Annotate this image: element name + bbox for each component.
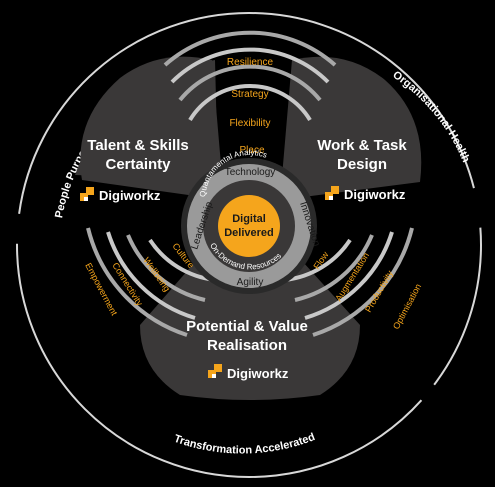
digiworkz-logo-icon	[208, 364, 222, 378]
talent-logo: Digiworkz	[80, 187, 161, 203]
hub-agility-label: Agility	[237, 277, 264, 288]
arc-label-flow: Flow	[311, 249, 330, 271]
transformation-accelerated-label: Transformation Accelerated	[172, 431, 316, 456]
arc-label-flexibility: Flexibility	[229, 118, 270, 129]
hub-center-line2: Delivered	[224, 227, 274, 239]
talent-logo-text: Digiworkz	[99, 188, 161, 203]
outer-ring	[16, 12, 482, 478]
work-title-line2: Design	[337, 156, 387, 173]
talent-title-line2: Certainty	[105, 156, 171, 173]
potential-logo-text: Digiworkz	[227, 366, 289, 381]
work-logo-text: Digiworkz	[344, 187, 406, 202]
digiworkz-logo-icon	[325, 186, 339, 200]
potential-logo: Digiworkz	[208, 364, 289, 381]
work-title-line1: Work & Task	[317, 137, 407, 154]
potential-title-line1: Potential & Value	[186, 318, 308, 335]
hub-center-line1: Digital	[232, 213, 266, 225]
digiworkz-logo-icon	[80, 187, 94, 201]
arc-label-resilience: Resilience	[227, 57, 274, 68]
talent-title-line1: Talent & Skills	[87, 137, 188, 154]
potential-title-line2: Realisation	[207, 337, 287, 354]
hub-technology-label: Technology	[225, 167, 276, 178]
arc-label-place: Place	[239, 145, 264, 156]
hub-center	[218, 195, 280, 257]
arc-bands	[86, 30, 414, 337]
arc-label-strategy: Strategy	[231, 89, 268, 100]
work-logo: Digiworkz	[325, 186, 406, 202]
arc-label-optimisation: Optimisation	[391, 282, 423, 331]
